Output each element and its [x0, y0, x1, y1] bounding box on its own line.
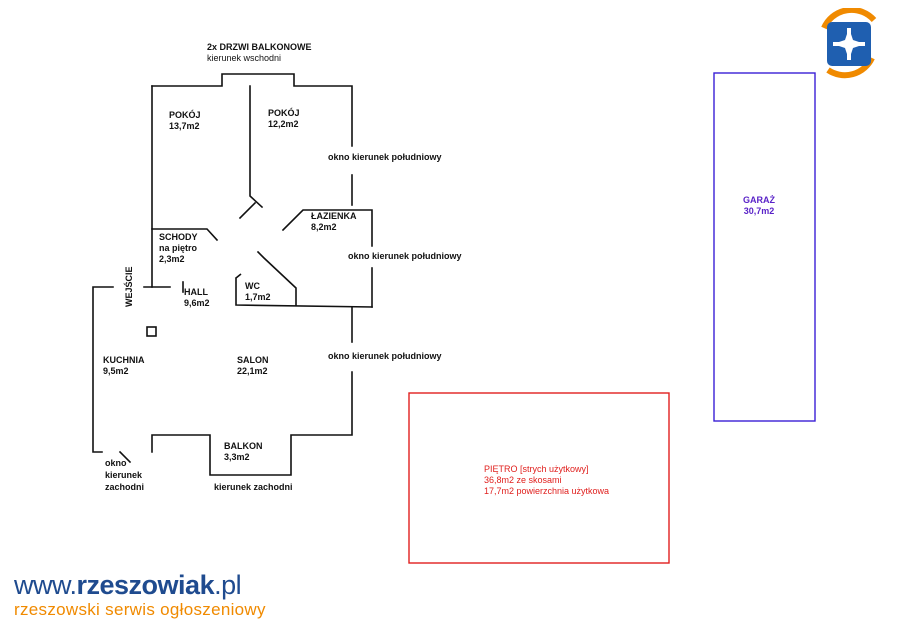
rzeszow-cross-logo-icon [821, 8, 877, 79]
entrance-label: WEJŚCIE [124, 266, 134, 307]
garage-outline [713, 72, 816, 422]
window-west: okno kierunek zachodni [105, 458, 145, 492]
wall-top [151, 85, 219, 242]
wall-left-entry [92, 286, 114, 453]
wall-top-door [151, 73, 353, 147]
wall-door-stub [238, 201, 257, 220]
wall-wc [256, 250, 297, 306]
brand-tagline: rzeszowski serwis ogłoszeniowy [14, 600, 266, 619]
brand-footer: www.rzeszowiak.pl rzeszowski serwis ogło… [14, 570, 266, 620]
upper-floor-outline [408, 392, 670, 564]
window-south-3: okno kierunek południowy [328, 351, 442, 361]
wall-window-west [118, 450, 132, 464]
column [146, 326, 157, 337]
upper-floor-label: PIĘTRO [strych użytkowy] 36,8m2 ze skosa… [484, 464, 610, 496]
wall-lazienka-top [281, 209, 373, 247]
wall-right-4 [151, 371, 353, 476]
window-south-2: okno kierunek południowy [348, 251, 462, 261]
window-south-1: okno kierunek południowy [328, 152, 442, 162]
top-door-label: 2x DRZWI BALKONOWE kierunek wschodni [207, 42, 312, 63]
brand-url[interactable]: www.rzeszowiak.pl [14, 570, 242, 600]
wall-wc-left [234, 273, 373, 308]
wall-pokoj-divider [249, 85, 264, 209]
balkon-direction: kierunek zachodni [214, 482, 293, 492]
